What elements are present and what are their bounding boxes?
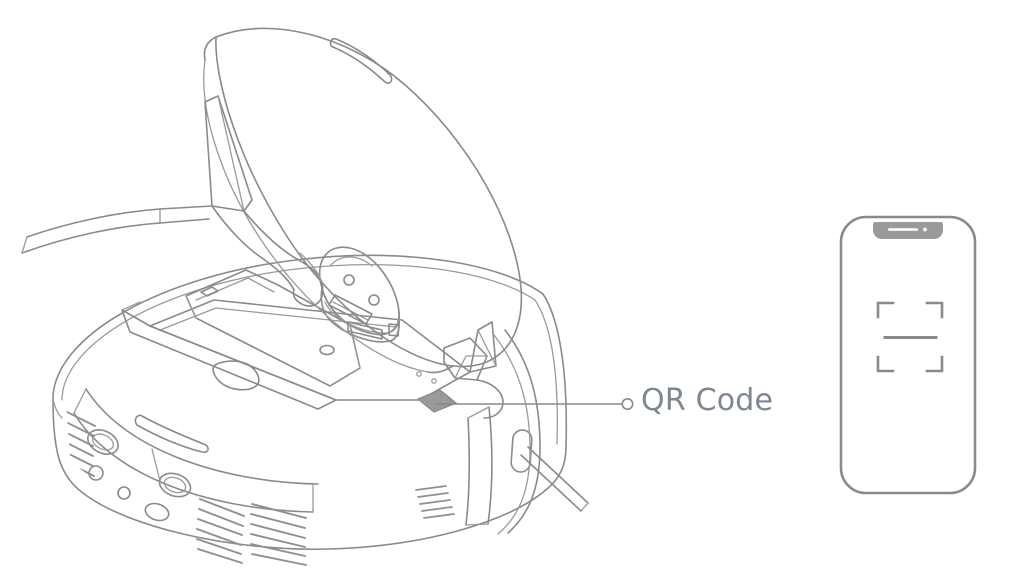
callout-leader xyxy=(435,397,634,410)
scan-corner-bottom-left xyxy=(876,355,895,373)
qr-code-callout-label: QR Code xyxy=(641,383,774,418)
chassis-clip xyxy=(443,337,504,419)
robot-vacuum xyxy=(21,27,589,566)
callout-marker-circle xyxy=(621,397,634,410)
scan-corner-top-right xyxy=(925,301,944,319)
lid-hinge-panel xyxy=(465,406,533,526)
qr-code-sticker xyxy=(417,389,457,413)
front-bumper xyxy=(73,388,319,522)
side-vent-front-b xyxy=(250,503,307,566)
scan-corner-top-left xyxy=(876,301,895,319)
side-vent-front-a xyxy=(196,498,245,564)
hinge-arm xyxy=(520,446,589,512)
phone-notch xyxy=(873,222,943,239)
dust-bin xyxy=(185,269,361,391)
phone-screen xyxy=(846,222,970,488)
scan-corner-bottom-right xyxy=(925,355,944,373)
side-vent-right xyxy=(415,485,455,519)
top-lid xyxy=(21,27,523,374)
robot-body-shell xyxy=(52,254,567,551)
earpiece-speaker-icon xyxy=(888,228,918,231)
right-shell-edge xyxy=(493,293,568,535)
smartphone xyxy=(839,215,977,495)
chassis-channel xyxy=(328,294,373,325)
front-camera-icon xyxy=(923,227,927,232)
qr-scan-frame xyxy=(876,301,944,373)
interior-chassis xyxy=(121,269,504,419)
